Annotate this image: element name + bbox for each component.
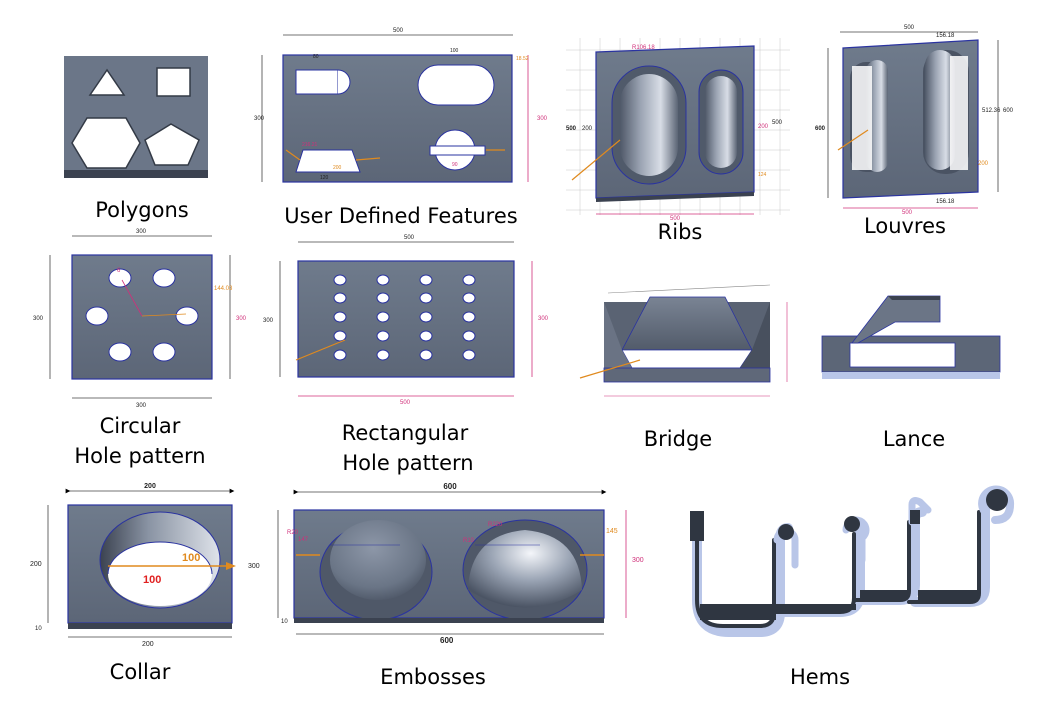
louvres-figure: 500 156.18 110 600 600 512.36 500 156.18… xyxy=(815,25,1014,216)
rect-right-dim: 300 xyxy=(538,316,549,322)
circ-bottom-dim: 300 xyxy=(136,403,147,409)
ribs-figure: R106.18 500 200 500 200 500 124 xyxy=(566,38,790,222)
collar-left-dim: 200 xyxy=(30,561,42,568)
udf-figure: 500 300 300 80 100 18.52 120 200 216.21 … xyxy=(254,28,548,183)
caption-rectangular-line2: Hole pattern xyxy=(342,451,474,475)
louvres-inner-dim: 200 xyxy=(978,161,989,167)
caption-polygons: Polygons xyxy=(95,198,189,222)
caption-user-defined-features: User Defined Features xyxy=(284,204,518,228)
udf-slot1-dim: 80 xyxy=(313,54,319,60)
udf-key-dim: 90 xyxy=(452,162,458,168)
louvres-top-right-dim: 156.18 xyxy=(936,33,955,39)
caption-circular-line1: Circular xyxy=(99,414,181,438)
collar-top-dim: 200 xyxy=(144,483,156,490)
circ-left-dim: 300 xyxy=(33,316,44,322)
caption-hems: Hems xyxy=(789,665,851,689)
embosses-figure: 600 300 300 145 600 10 R20 147 R220 R10 xyxy=(248,482,644,645)
louvres-bottom-dim: 500 xyxy=(902,210,913,216)
triangle-cutout xyxy=(88,68,126,96)
hems-figure xyxy=(690,485,1015,637)
collar-figure: 200 200 10 200 100 100 xyxy=(30,483,236,648)
emb-left-dim: 300 xyxy=(248,563,260,570)
rect-bottom-dim: 500 xyxy=(400,400,411,406)
hexagon-cutout xyxy=(71,117,141,169)
ribs-left-outer-dim: 500 xyxy=(566,126,577,132)
caption-rectangular-line1: Rectangular xyxy=(341,421,469,445)
udf-width-dim: 500 xyxy=(393,28,404,34)
collar-bottom-dim: 200 xyxy=(142,641,154,648)
circ-right-dim: 300 xyxy=(236,316,247,322)
circular-hole-pattern-figure: 300 300 300 300 6 144.03 xyxy=(33,229,247,409)
louvres-side-dim: 512.36 xyxy=(982,108,1001,114)
ribs-right-inner-dim: 200 xyxy=(758,124,769,130)
emb-r2-dim: 147 xyxy=(298,537,309,543)
rect-left-dim: 300 xyxy=(263,318,274,324)
rectangular-hole-pattern-figure: 500 300 300 500 xyxy=(263,235,549,406)
circ-diam-dim: 6 xyxy=(117,268,121,274)
lance-figure xyxy=(821,295,1001,379)
louvres-width-dim: 500 xyxy=(904,25,915,31)
emb-right-dim: 300 xyxy=(632,557,644,564)
udf-slot2-dim: 100 xyxy=(450,48,459,54)
emb-top-dim: 600 xyxy=(443,482,457,491)
collar-thk-dim: 10 xyxy=(35,626,42,632)
ribs-radius-dim: R106.18 xyxy=(632,45,655,51)
caption-lance: Lance xyxy=(882,427,946,451)
emb-side-dim: 145 xyxy=(606,528,618,535)
louvres-bottom-right-dim: 156.18 xyxy=(936,199,955,205)
udf-trap-dim: 200 xyxy=(333,165,342,171)
rect-top-dim: 500 xyxy=(404,235,415,241)
udf-trap-r-dim: 216.21 xyxy=(302,142,318,148)
udf-height-dim-right: 300 xyxy=(537,116,548,122)
caption-circular-line2: Hole pattern xyxy=(74,444,206,468)
emb-r3-dim: R220 xyxy=(488,522,503,528)
emb-r4-dim: R10 xyxy=(463,538,475,544)
pentagon-cutout xyxy=(144,123,200,166)
collar-diam2-dim: 100 xyxy=(143,574,161,586)
emb-thk-dim: 10 xyxy=(281,619,288,625)
polygons-figure xyxy=(64,56,208,178)
ribs-bottom-dim: 500 xyxy=(670,216,681,222)
ribs-left-inner-dim: 200 xyxy=(582,126,593,132)
caption-collar: Collar xyxy=(109,660,171,684)
louvres-left-dim: 600 xyxy=(815,126,826,132)
caption-bridge: Bridge xyxy=(643,427,713,451)
ribs-right-outer-dim: 500 xyxy=(772,120,783,126)
emb-r1-dim: R20 xyxy=(287,530,299,536)
circ-r1-dim: 144.03 xyxy=(214,286,233,292)
ribs-small-dim: 124 xyxy=(758,172,767,178)
emb-bottom-dim: 600 xyxy=(440,636,454,645)
caption-ribs: Ribs xyxy=(657,220,703,244)
udf-side-dim: 18.52 xyxy=(516,56,529,62)
udf-bottom-dim: 120 xyxy=(320,175,329,181)
caption-embosses: Embosses xyxy=(380,665,486,689)
udf-height-dim: 300 xyxy=(254,116,265,122)
circ-top-dim: 300 xyxy=(136,229,147,235)
bridge-figure xyxy=(579,284,788,397)
collar-diam1-dim: 100 xyxy=(182,552,200,564)
louvres-right-dim: 600 xyxy=(1003,108,1014,114)
caption-louvres: Louvres xyxy=(864,214,946,238)
square-cutout xyxy=(156,67,191,97)
